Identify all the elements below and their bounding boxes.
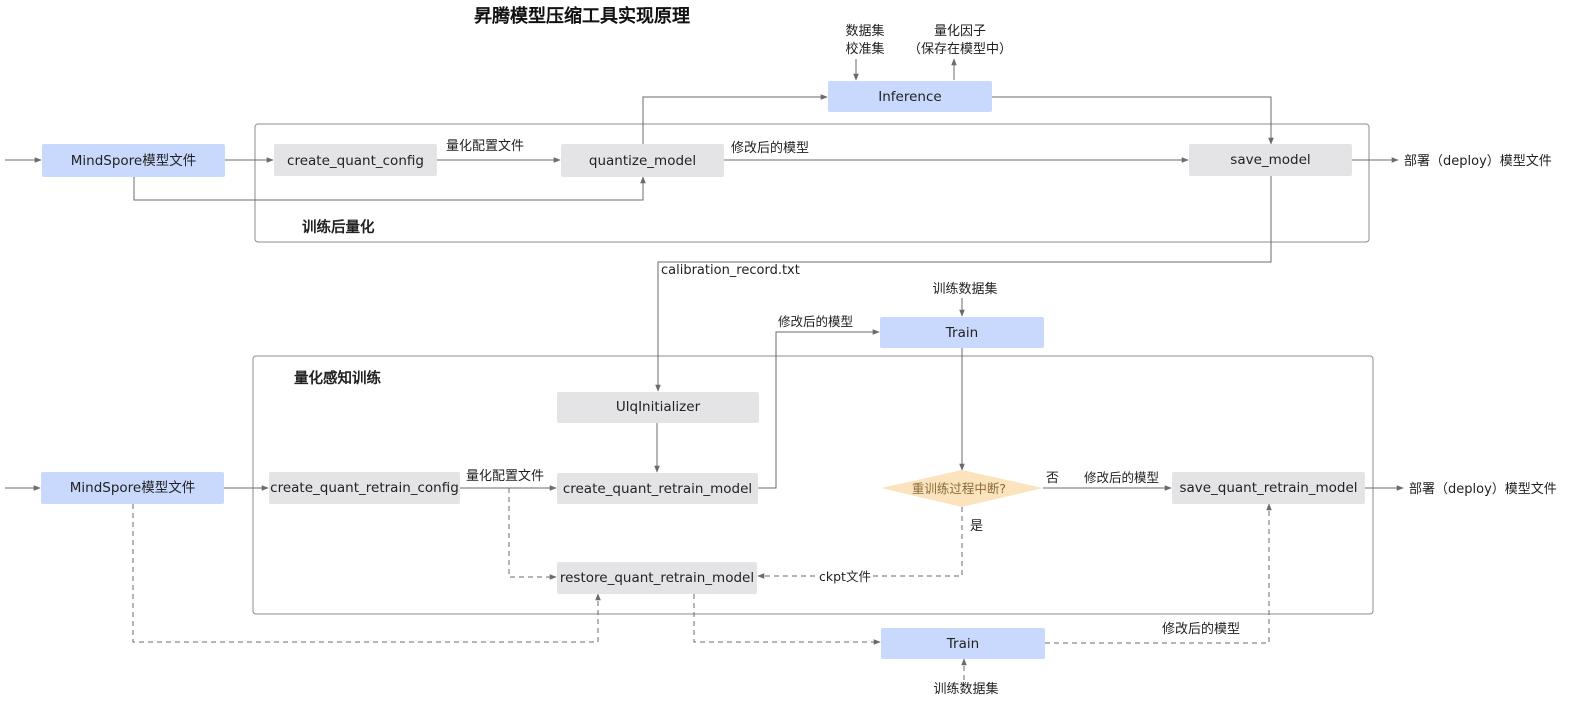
svg-text:MindSpore模型文件: MindSpore模型文件 [70, 480, 195, 496]
svg-text:save_model: save_model [1230, 152, 1310, 168]
svg-text:UlqInitializer: UlqInitializer [616, 399, 701, 415]
svg-text:quantize_model: quantize_model [589, 153, 696, 169]
node-train-top: Train [880, 317, 1044, 348]
svg-text:create_quant_retrain_config: create_quant_retrain_config [270, 480, 459, 496]
qat-section-frame [252, 355, 1374, 615]
edge-save-to-ulq [655, 176, 1272, 392]
label-modified-model-bottom: 修改后的模型 [1162, 621, 1240, 637]
node-decision-interrupted: 重训练过程中断? [881, 470, 1043, 507]
label-decision-no: 否 [1046, 471, 1059, 486]
node-create-quant-config: create_quant_config [274, 144, 437, 176]
svg-text:save_quant_retrain_model: save_quant_retrain_model [1179, 480, 1357, 496]
edge-model-to-train [758, 329, 880, 489]
edge-config-to-restore [508, 488, 557, 580]
label-ckpt-file-bg [817, 568, 873, 584]
label-dataset: 数据集 [845, 23, 884, 39]
label-decision-yes: 是 [970, 519, 983, 534]
edge-train-to-save-retrain [1045, 503, 1272, 644]
qat-section-label: 量化感知训练 [294, 369, 381, 387]
node-train-bottom: Train [881, 628, 1045, 659]
label-ckpt-file: ckpt文件 [819, 569, 871, 584]
edge-decision-yes-ckpt [757, 507, 963, 579]
label-deploy-bottom: 部署（deploy）模型文件 [1409, 482, 1557, 497]
ptq-section-label: 训练后量化 [302, 218, 375, 236]
edge-restore-to-train [693, 594, 881, 645]
svg-text:create_quant_retrain_model: create_quant_retrain_model [563, 481, 752, 497]
edge-ms-to-restore [132, 504, 601, 643]
label-quant-factor: 量化因子 [934, 24, 986, 39]
label-modified-model-top: 修改后的模型 [731, 140, 809, 156]
label-config-file-bottom: 量化配置文件 [466, 469, 544, 484]
svg-text:Inference: Inference [878, 89, 941, 105]
node-create-quant-retrain-config: create_quant_retrain_config [269, 472, 460, 504]
node-save-quant-retrain-model: save_quant_retrain_model [1172, 472, 1365, 504]
node-quantize-model: quantize_model [561, 144, 724, 177]
label-calibration-set: 校准集 [845, 41, 884, 57]
diagram-title: 昇腾模型压缩工具实现原理 [474, 5, 690, 27]
svg-text:Train: Train [946, 636, 979, 652]
node-restore-quant-retrain-model: restore_quant_retrain_model [557, 562, 757, 594]
node-ulq-initializer: UlqInitializer [557, 392, 759, 423]
label-modified-model-save: 修改后的模型 [1084, 470, 1159, 485]
svg-text:MindSpore模型文件: MindSpore模型文件 [71, 153, 196, 169]
label-train-dataset-top: 训练数据集 [932, 281, 997, 297]
label-calibration-record: calibration_record.txt [661, 263, 800, 278]
label-deploy-top: 部署（deploy）模型文件 [1404, 154, 1552, 169]
label-train-dataset-bottom: 训练数据集 [933, 681, 998, 697]
label-config-file-top: 量化配置文件 [446, 139, 524, 154]
edge-ms-to-quantize [133, 176, 646, 201]
edge-inference-to-save [992, 96, 1274, 145]
edge-quantize-to-inference [642, 94, 828, 144]
label-modified-model-train: 修改后的模型 [778, 314, 853, 329]
ptq-section-frame [254, 123, 1370, 243]
svg-text:重训练过程中断?: 重训练过程中断? [912, 481, 1006, 496]
node-create-quant-retrain-model: create_quant_retrain_model [557, 473, 758, 504]
label-quant-factor-note: （保存在模型中） [908, 42, 1012, 57]
node-inference: Inference [828, 81, 992, 112]
node-save-model: save_model [1189, 144, 1352, 176]
node-mindspore-bottom: MindSpore模型文件 [41, 472, 224, 504]
svg-text:create_quant_config: create_quant_config [287, 153, 424, 169]
svg-text:Train: Train [945, 325, 978, 341]
node-mindspore-top: MindSpore模型文件 [42, 144, 225, 177]
svg-text:restore_quant_retrain_model: restore_quant_retrain_model [560, 570, 754, 586]
